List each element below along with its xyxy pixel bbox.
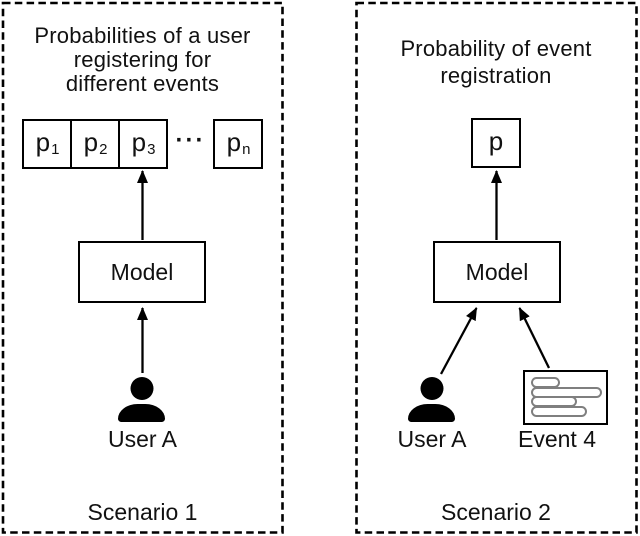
model-label: Model: [110, 258, 174, 285]
user-label-s1: User A: [107, 426, 178, 452]
person-shoulders: [408, 404, 455, 422]
user-label-s2: User A: [397, 426, 467, 452]
scenario2-caption: Scenario 2: [441, 499, 551, 525]
scenario2-dashed-border: [355, 1, 638, 534]
title-line: registering for: [73, 47, 212, 72]
arrow-user-to-model-s2: [439, 307, 478, 375]
person-icon: [408, 377, 455, 422]
arrow-event-to-model-s2: [518, 307, 551, 369]
scenario1-dashed-border: [1, 1, 284, 534]
title-line: Probabilities of a user: [34, 23, 251, 48]
ellipsis: ···: [175, 127, 206, 154]
title-line: registration: [440, 63, 552, 88]
scenario1-caption: Scenario 1: [87, 499, 198, 525]
prob-box-p: p: [471, 118, 521, 168]
scenario2-panel: Probability of event registration p Mode…: [356, 3, 636, 532]
prob-value: p: [488, 126, 504, 156]
prob-value: p: [35, 127, 51, 157]
title-line: different events: [65, 71, 220, 96]
prob-value: p: [83, 127, 99, 157]
person-head: [130, 377, 153, 400]
person-icon: [118, 377, 165, 422]
scenario2-title: Probability of event registration: [356, 35, 636, 89]
event-card-icon: [523, 370, 608, 425]
title-line: Probability of event: [400, 36, 592, 61]
event-card-line: [531, 405, 587, 417]
prob-value: p: [226, 127, 242, 157]
scenario1-panel: Probabilities of a user registering for …: [3, 3, 282, 532]
person-head: [420, 377, 443, 400]
model-label: Model: [465, 258, 529, 285]
model-box-s1: Model: [78, 241, 206, 303]
event-label: Event 4: [518, 426, 596, 452]
scenario1-title: Probabilities of a user registering for …: [3, 24, 282, 96]
prob-value: p: [131, 127, 147, 157]
person-shoulders: [118, 404, 165, 422]
model-box-s2: Model: [433, 241, 561, 303]
